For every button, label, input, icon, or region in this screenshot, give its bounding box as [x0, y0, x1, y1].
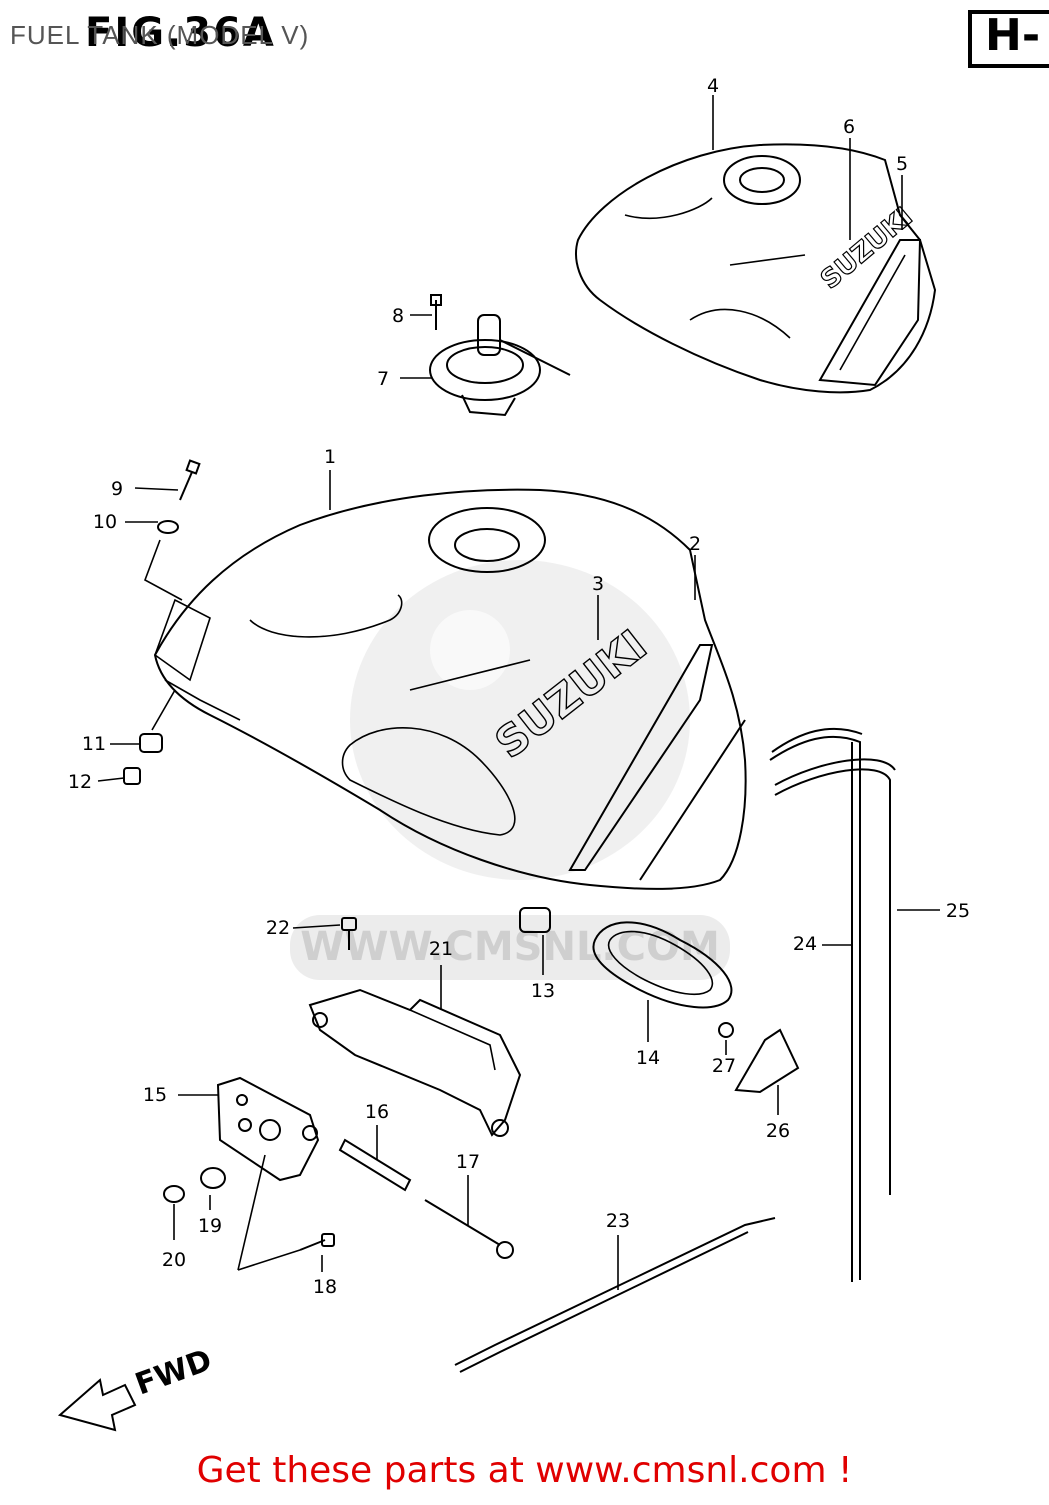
callout-12: 12 [68, 771, 92, 793]
damper-part-19 [200, 1167, 226, 1189]
bolt-part-18 [299, 1233, 335, 1251]
callout-27: 27 [712, 1055, 736, 1077]
gasket-part-14 [592, 921, 733, 1009]
callout-16: 16 [365, 1101, 389, 1123]
section-label: H- [985, 10, 1041, 61]
watermark-text: WWW.CMSNL.COM [300, 924, 720, 970]
cushion-part-13 [519, 907, 551, 933]
callout-13: 13 [531, 980, 555, 1002]
callout-22: 22 [266, 917, 290, 939]
page-title: FUEL TANK (MODEL V) [10, 20, 310, 50]
fwd-label: FWD [131, 1343, 217, 1403]
collar-part-20 [163, 1185, 185, 1203]
watermark-logo: WWW.CMSNL.COM [290, 560, 730, 980]
callout-18: 18 [313, 1276, 337, 1298]
footer-link-text[interactable]: Get these parts at www.cmsnl.com ! [196, 1450, 853, 1491]
callout-23: 23 [606, 1210, 630, 1232]
leader-lines [97, 95, 940, 1290]
cover-badge-text: SUZUKI [815, 202, 918, 295]
bolt-part-9 [144, 459, 201, 601]
fuel-cap-part-7 [429, 294, 571, 417]
screw-part-27 [718, 1022, 734, 1038]
callout-14: 14 [636, 1047, 660, 1069]
callout-15: 15 [143, 1084, 167, 1106]
grommets-part-11-12 [123, 689, 176, 785]
callout-8: 8 [392, 305, 404, 327]
callout-7: 7 [377, 368, 389, 390]
bolt-part-22 [341, 917, 357, 950]
callout-2: 2 [689, 533, 701, 555]
callout-19: 19 [198, 1215, 222, 1237]
section-box [968, 10, 1049, 68]
bracket-part-15 [216, 1076, 320, 1182]
callout-6: 6 [843, 116, 855, 138]
clamp-part-26 [734, 1028, 800, 1094]
callout-1: 1 [324, 446, 336, 468]
tank-cover-part-4: SUZUKI [575, 143, 937, 394]
callout-25: 25 [946, 900, 970, 922]
callout-11: 11 [82, 733, 106, 755]
hoses-part-24-25 [769, 727, 896, 1282]
callouts: 1 2 3 4 5 6 7 8 9 10 11 12 13 14 15 16 1… [68, 75, 970, 1298]
callout-3: 3 [592, 573, 604, 595]
callout-4: 4 [707, 75, 719, 97]
callout-5: 5 [896, 153, 908, 175]
bracket-part-21 [308, 988, 522, 1137]
callout-9: 9 [111, 478, 123, 500]
callout-24: 24 [793, 933, 817, 955]
pin-part-16 [338, 1138, 412, 1192]
callout-20: 20 [162, 1249, 186, 1271]
prop-rod-part-23 [454, 1217, 776, 1373]
callout-10: 10 [93, 511, 117, 533]
callout-21: 21 [429, 938, 453, 960]
fwd-arrow: FWD [57, 1343, 217, 1432]
callout-26: 26 [766, 1120, 790, 1142]
bolt-part-17 [424, 1199, 514, 1259]
callout-17: 17 [456, 1151, 480, 1173]
figure-label: FIG.36A [85, 10, 276, 56]
